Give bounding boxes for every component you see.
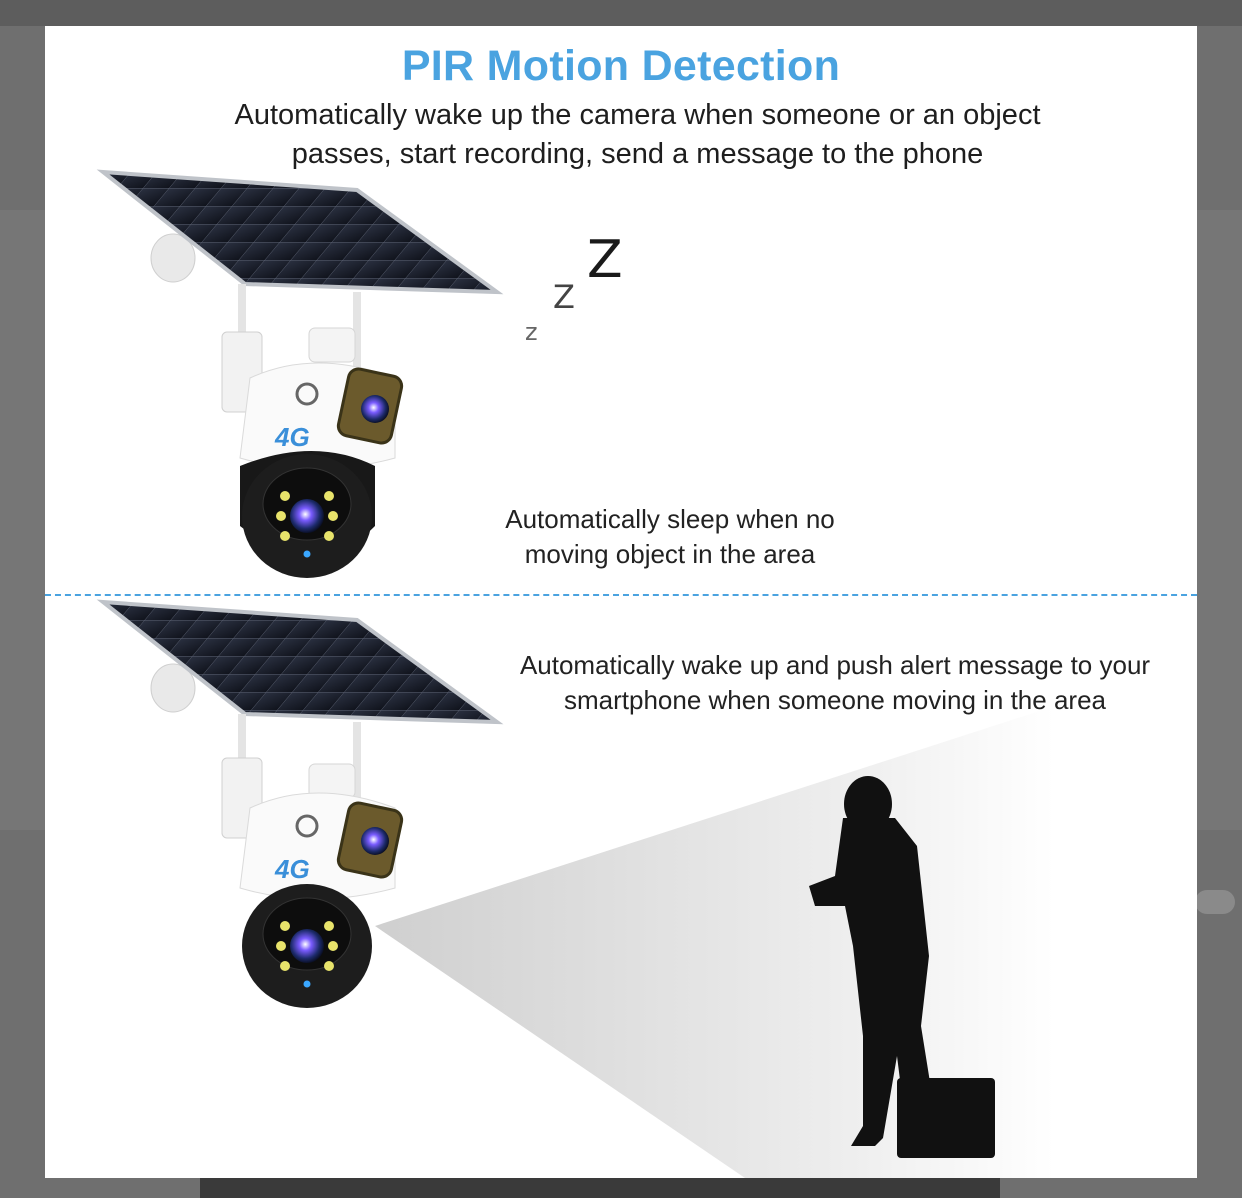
product-illustration: 4G 4G — [96, 169, 1055, 1178]
solar-panel-icon — [96, 169, 504, 295]
svg-text:4G: 4G — [274, 422, 310, 452]
camera-top-icon: 4G — [96, 169, 504, 578]
sleep-zz-icon: Z — [587, 230, 623, 290]
sleep-zz-icon: z — [525, 318, 538, 346]
page-title: PIR Motion Detection — [401, 42, 841, 90]
camera-bottom-icon: 4G — [96, 599, 504, 1008]
svg-text:4G: 4G — [274, 854, 310, 884]
sleep-caption: Automatically sleep when no moving objec… — [505, 504, 835, 569]
image-lightbox[interactable]: 4G 4G — [45, 26, 1197, 1178]
backdrop-bottom-strip — [200, 1178, 1000, 1198]
wake-caption: Automatically wake up and push alert mes… — [519, 650, 1151, 715]
backdrop-side-handle — [1195, 890, 1235, 914]
backdrop-top-strip — [0, 0, 1242, 26]
page-subtitle: Automatically wake up the camera when so… — [234, 99, 1041, 170]
section-divider — [45, 594, 1197, 596]
person-silhouette-icon — [809, 776, 995, 1158]
sleep-zz-icon: Z — [553, 278, 575, 316]
